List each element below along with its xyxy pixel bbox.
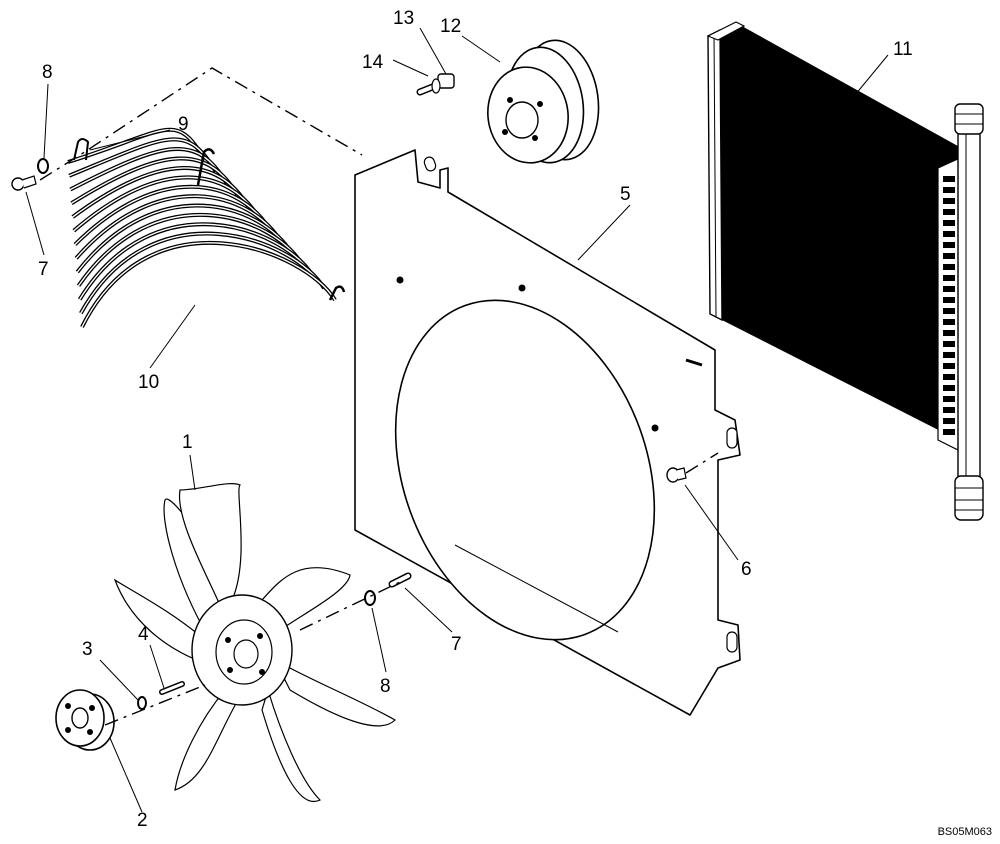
callout-12: 12 (440, 16, 461, 37)
callout-7-upper: 7 (38, 259, 49, 280)
pulley-bolt (416, 73, 455, 96)
lower-washer (364, 590, 376, 606)
callout-4: 4 (138, 624, 149, 645)
fan-bolt (159, 681, 185, 695)
upper-washer (37, 158, 49, 174)
shroud-bolt (666, 452, 719, 483)
fan-shroud (354, 149, 741, 716)
callout-13: 13 (393, 8, 414, 29)
upper-bolt (11, 175, 37, 191)
callout-1: 1 (182, 432, 193, 453)
callout-14: 14 (362, 52, 384, 73)
callout-7-lower: 7 (451, 634, 462, 655)
callout-11: 11 (893, 39, 913, 60)
callout-2: 2 (137, 810, 148, 831)
pulley (487, 39, 600, 164)
callout-3: 3 (82, 639, 93, 660)
lower-bolt (388, 572, 412, 588)
callout-6: 6 (741, 559, 752, 580)
fan (113, 483, 396, 803)
fan-spacer (55, 689, 115, 751)
leader-lines (25, 27, 889, 813)
radiator-core (706, 21, 984, 521)
callout-9: 9 (178, 114, 189, 135)
callout-8-lower: 8 (380, 676, 391, 697)
guard-clip (73, 138, 90, 161)
reference-code: BS05M063 (937, 826, 992, 838)
callout-5: 5 (620, 184, 631, 205)
fan-guard (67, 127, 346, 328)
fan-washer (137, 696, 147, 710)
callout-8-upper: 8 (42, 62, 53, 83)
callout-10: 10 (138, 372, 159, 393)
